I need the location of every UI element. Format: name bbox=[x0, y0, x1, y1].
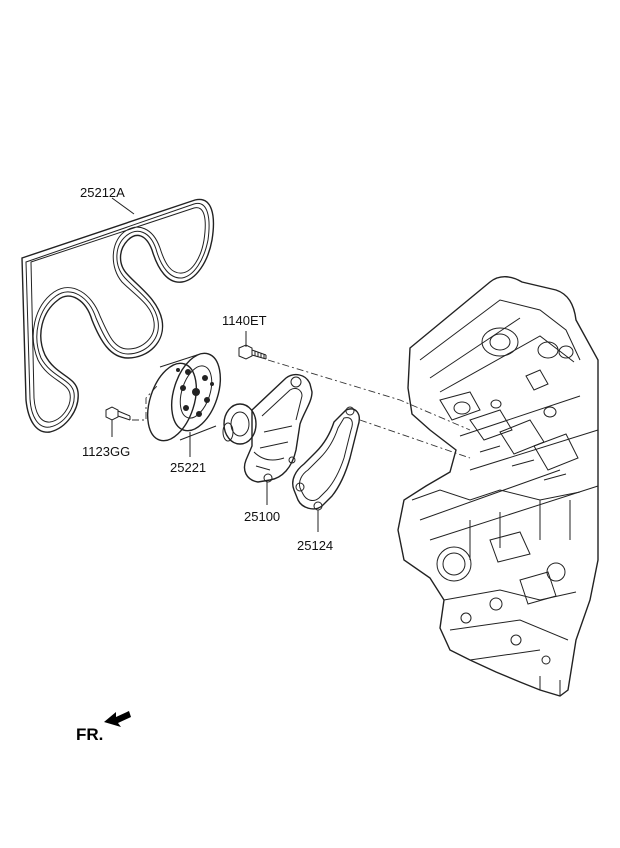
arrow-icon bbox=[104, 711, 131, 727]
label-25212a: 25212A bbox=[80, 185, 125, 200]
drive-belt[interactable] bbox=[21, 198, 215, 433]
label-25124: 25124 bbox=[297, 538, 333, 553]
front-direction-label: FR. bbox=[76, 725, 103, 744]
bolt-1140et[interactable] bbox=[238, 344, 267, 360]
label-1140et: 1140ET bbox=[222, 313, 267, 328]
belt-leader-line bbox=[111, 197, 135, 215]
upper-alignment-line bbox=[267, 359, 471, 431]
gasket-25124[interactable] bbox=[292, 406, 360, 511]
pulley-25221[interactable] bbox=[139, 347, 230, 447]
bolt-alignment-line bbox=[132, 385, 158, 421]
label-25100: 25100 bbox=[244, 509, 280, 524]
lower-alignment-line bbox=[359, 419, 471, 459]
label-25221: 25221 bbox=[170, 460, 206, 475]
engine-block bbox=[397, 276, 599, 697]
water-pump-25100[interactable] bbox=[222, 373, 313, 483]
label-1123gg: 1123GG bbox=[82, 444, 130, 459]
bolt-1123gg[interactable] bbox=[105, 406, 131, 421]
